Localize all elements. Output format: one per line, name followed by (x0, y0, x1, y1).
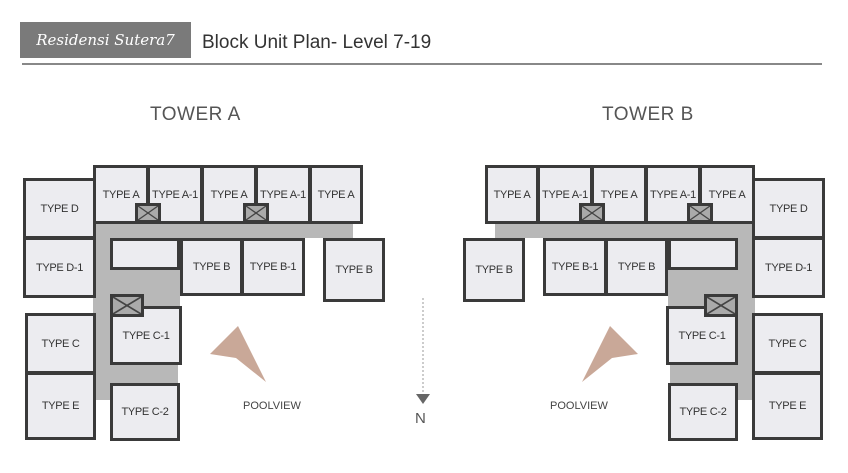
poolview-arrow-icon (210, 326, 266, 382)
corridor (110, 363, 178, 383)
lift-shaft-icon (704, 294, 738, 317)
unit-a4[interactable]: TYPE A-1 (255, 165, 311, 224)
unit-e[interactable]: TYPE E (752, 372, 823, 440)
corridor (93, 222, 353, 238)
poolview-arrow-icon (582, 326, 638, 382)
service-area (110, 238, 180, 270)
logo: Residensi Sutera7 (20, 22, 191, 58)
unit-c2[interactable]: TYPE C-2 (110, 383, 180, 441)
unit-b1[interactable]: TYPE B (605, 238, 668, 296)
unit-a5[interactable]: TYPE A (485, 165, 539, 224)
unit-c2[interactable]: TYPE C-2 (668, 383, 738, 441)
lift-shaft-icon (243, 203, 269, 223)
unit-d[interactable]: TYPE D (752, 178, 825, 239)
unit-c[interactable]: TYPE C (752, 313, 823, 374)
unit-d[interactable]: TYPE D (23, 178, 96, 239)
poolview-label: POOLVIEW (243, 400, 301, 412)
unit-d1[interactable]: TYPE D-1 (23, 237, 96, 298)
unit-b3[interactable]: TYPE B (463, 238, 525, 302)
unit-c1[interactable]: TYPE C-1 (110, 306, 182, 365)
north-arrow-icon (416, 298, 430, 404)
service-area (668, 238, 738, 270)
corridor (670, 363, 738, 383)
unit-a3[interactable]: TYPE A (201, 165, 257, 224)
corridor (93, 222, 110, 400)
unit-a2[interactable]: TYPE A-1 (147, 165, 203, 224)
corridor (738, 222, 755, 400)
unit-b2[interactable]: TYPE B-1 (241, 238, 305, 296)
corridor (495, 222, 755, 238)
divider (22, 63, 822, 65)
lift-shaft-icon (135, 203, 161, 223)
unit-d1[interactable]: TYPE D-1 (752, 237, 825, 298)
unit-b3[interactable]: TYPE B (323, 238, 385, 302)
unit-b1[interactable]: TYPE B (180, 238, 243, 296)
lift-shaft-icon (579, 203, 605, 223)
page-title: Block Unit Plan- Level 7-19 (202, 32, 432, 53)
lift-shaft-icon (687, 203, 713, 223)
tower-a-label: TOWER A (150, 104, 241, 125)
tower-b-label: TOWER B (602, 104, 694, 125)
poolview-label: POOLVIEW (550, 400, 608, 412)
unit-a5[interactable]: TYPE A (309, 165, 363, 224)
unit-e[interactable]: TYPE E (25, 372, 96, 440)
unit-a1[interactable]: TYPE A (699, 165, 755, 224)
lift-shaft-icon (110, 294, 144, 317)
unit-c[interactable]: TYPE C (25, 313, 96, 374)
unit-b2[interactable]: TYPE B-1 (543, 238, 607, 296)
north-label: N (415, 410, 426, 427)
